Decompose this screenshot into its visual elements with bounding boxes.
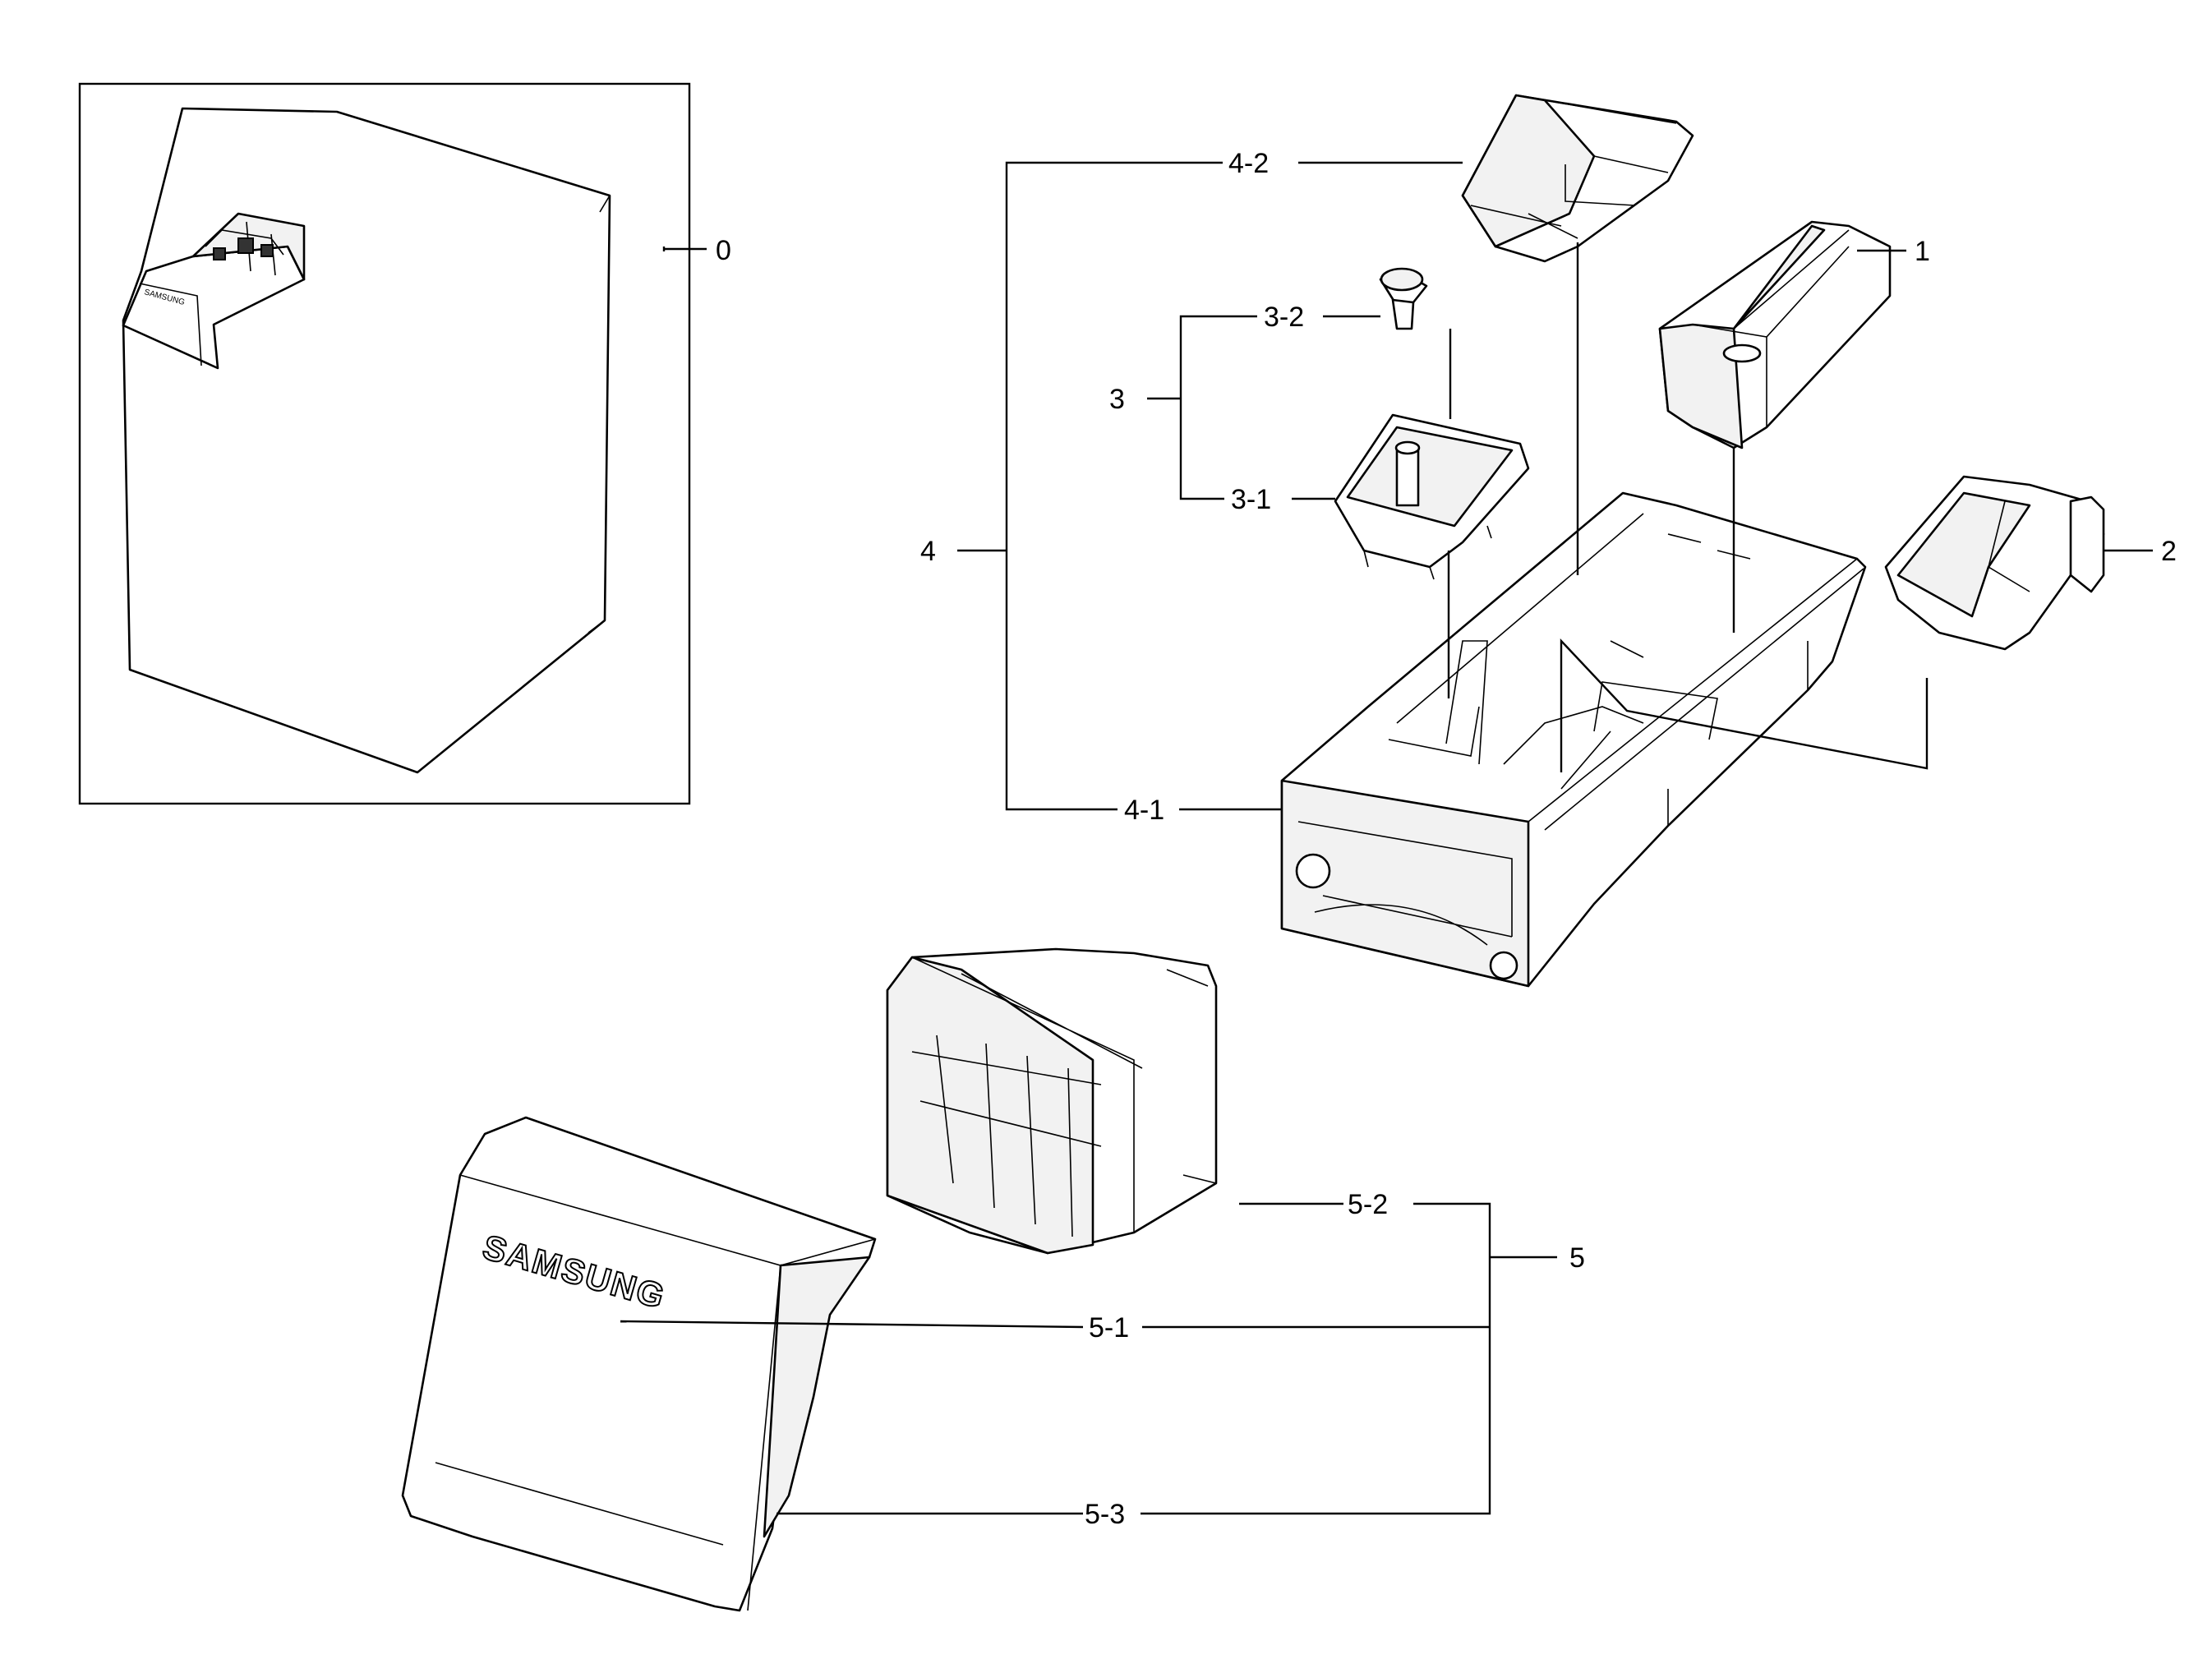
leader-group-1: 1 <box>1732 236 1930 633</box>
part-1-tray <box>1658 220 1892 449</box>
part-5-2-drawer <box>886 947 1218 1255</box>
overview-dispenser-drawer: SAMSUNG <box>122 212 306 370</box>
label-5-2: 5-2 <box>1348 1189 1388 1220</box>
label-4-1: 4-1 <box>1124 795 1164 826</box>
label-3: 3 <box>1109 384 1125 415</box>
assembly-overview-group: SAMSUNG 0 <box>78 82 731 805</box>
part-5-1-front-panel: SAMSUNG <box>401 1116 877 1612</box>
leader-group-5: 5-2 5 5-1 5-3 <box>620 1189 1585 1530</box>
label-4: 4 <box>920 536 936 567</box>
leader-group-3: 3-2 3 3-1 <box>1109 302 1452 698</box>
assembly-overview-frame <box>78 82 691 805</box>
leader-group-2: 2 <box>1560 536 2177 772</box>
part-4-2-tray <box>1461 94 1694 263</box>
label-2: 2 <box>2161 536 2177 567</box>
label-5-3: 5-3 <box>1085 1499 1125 1530</box>
label-5: 5 <box>1569 1242 1585 1274</box>
label-4-2: 4-2 <box>1228 148 1269 179</box>
washer-body-edge <box>588 195 611 634</box>
label-5-1: 5-1 <box>1089 1312 1129 1343</box>
part-3-2-cap <box>1379 267 1428 330</box>
part-4-1-housing <box>1280 491 1867 988</box>
label-0: 0 <box>716 235 731 266</box>
leader-group-4: 4-2 4 4-1 <box>920 148 1579 826</box>
part-2-cup <box>1884 475 2105 651</box>
washer-body-outline <box>122 107 611 774</box>
label-1: 1 <box>1915 236 1930 267</box>
label-3-2: 3-2 <box>1264 302 1304 333</box>
label-3-1: 3-1 <box>1231 484 1271 515</box>
part-3-1-basket <box>1334 413 1530 580</box>
